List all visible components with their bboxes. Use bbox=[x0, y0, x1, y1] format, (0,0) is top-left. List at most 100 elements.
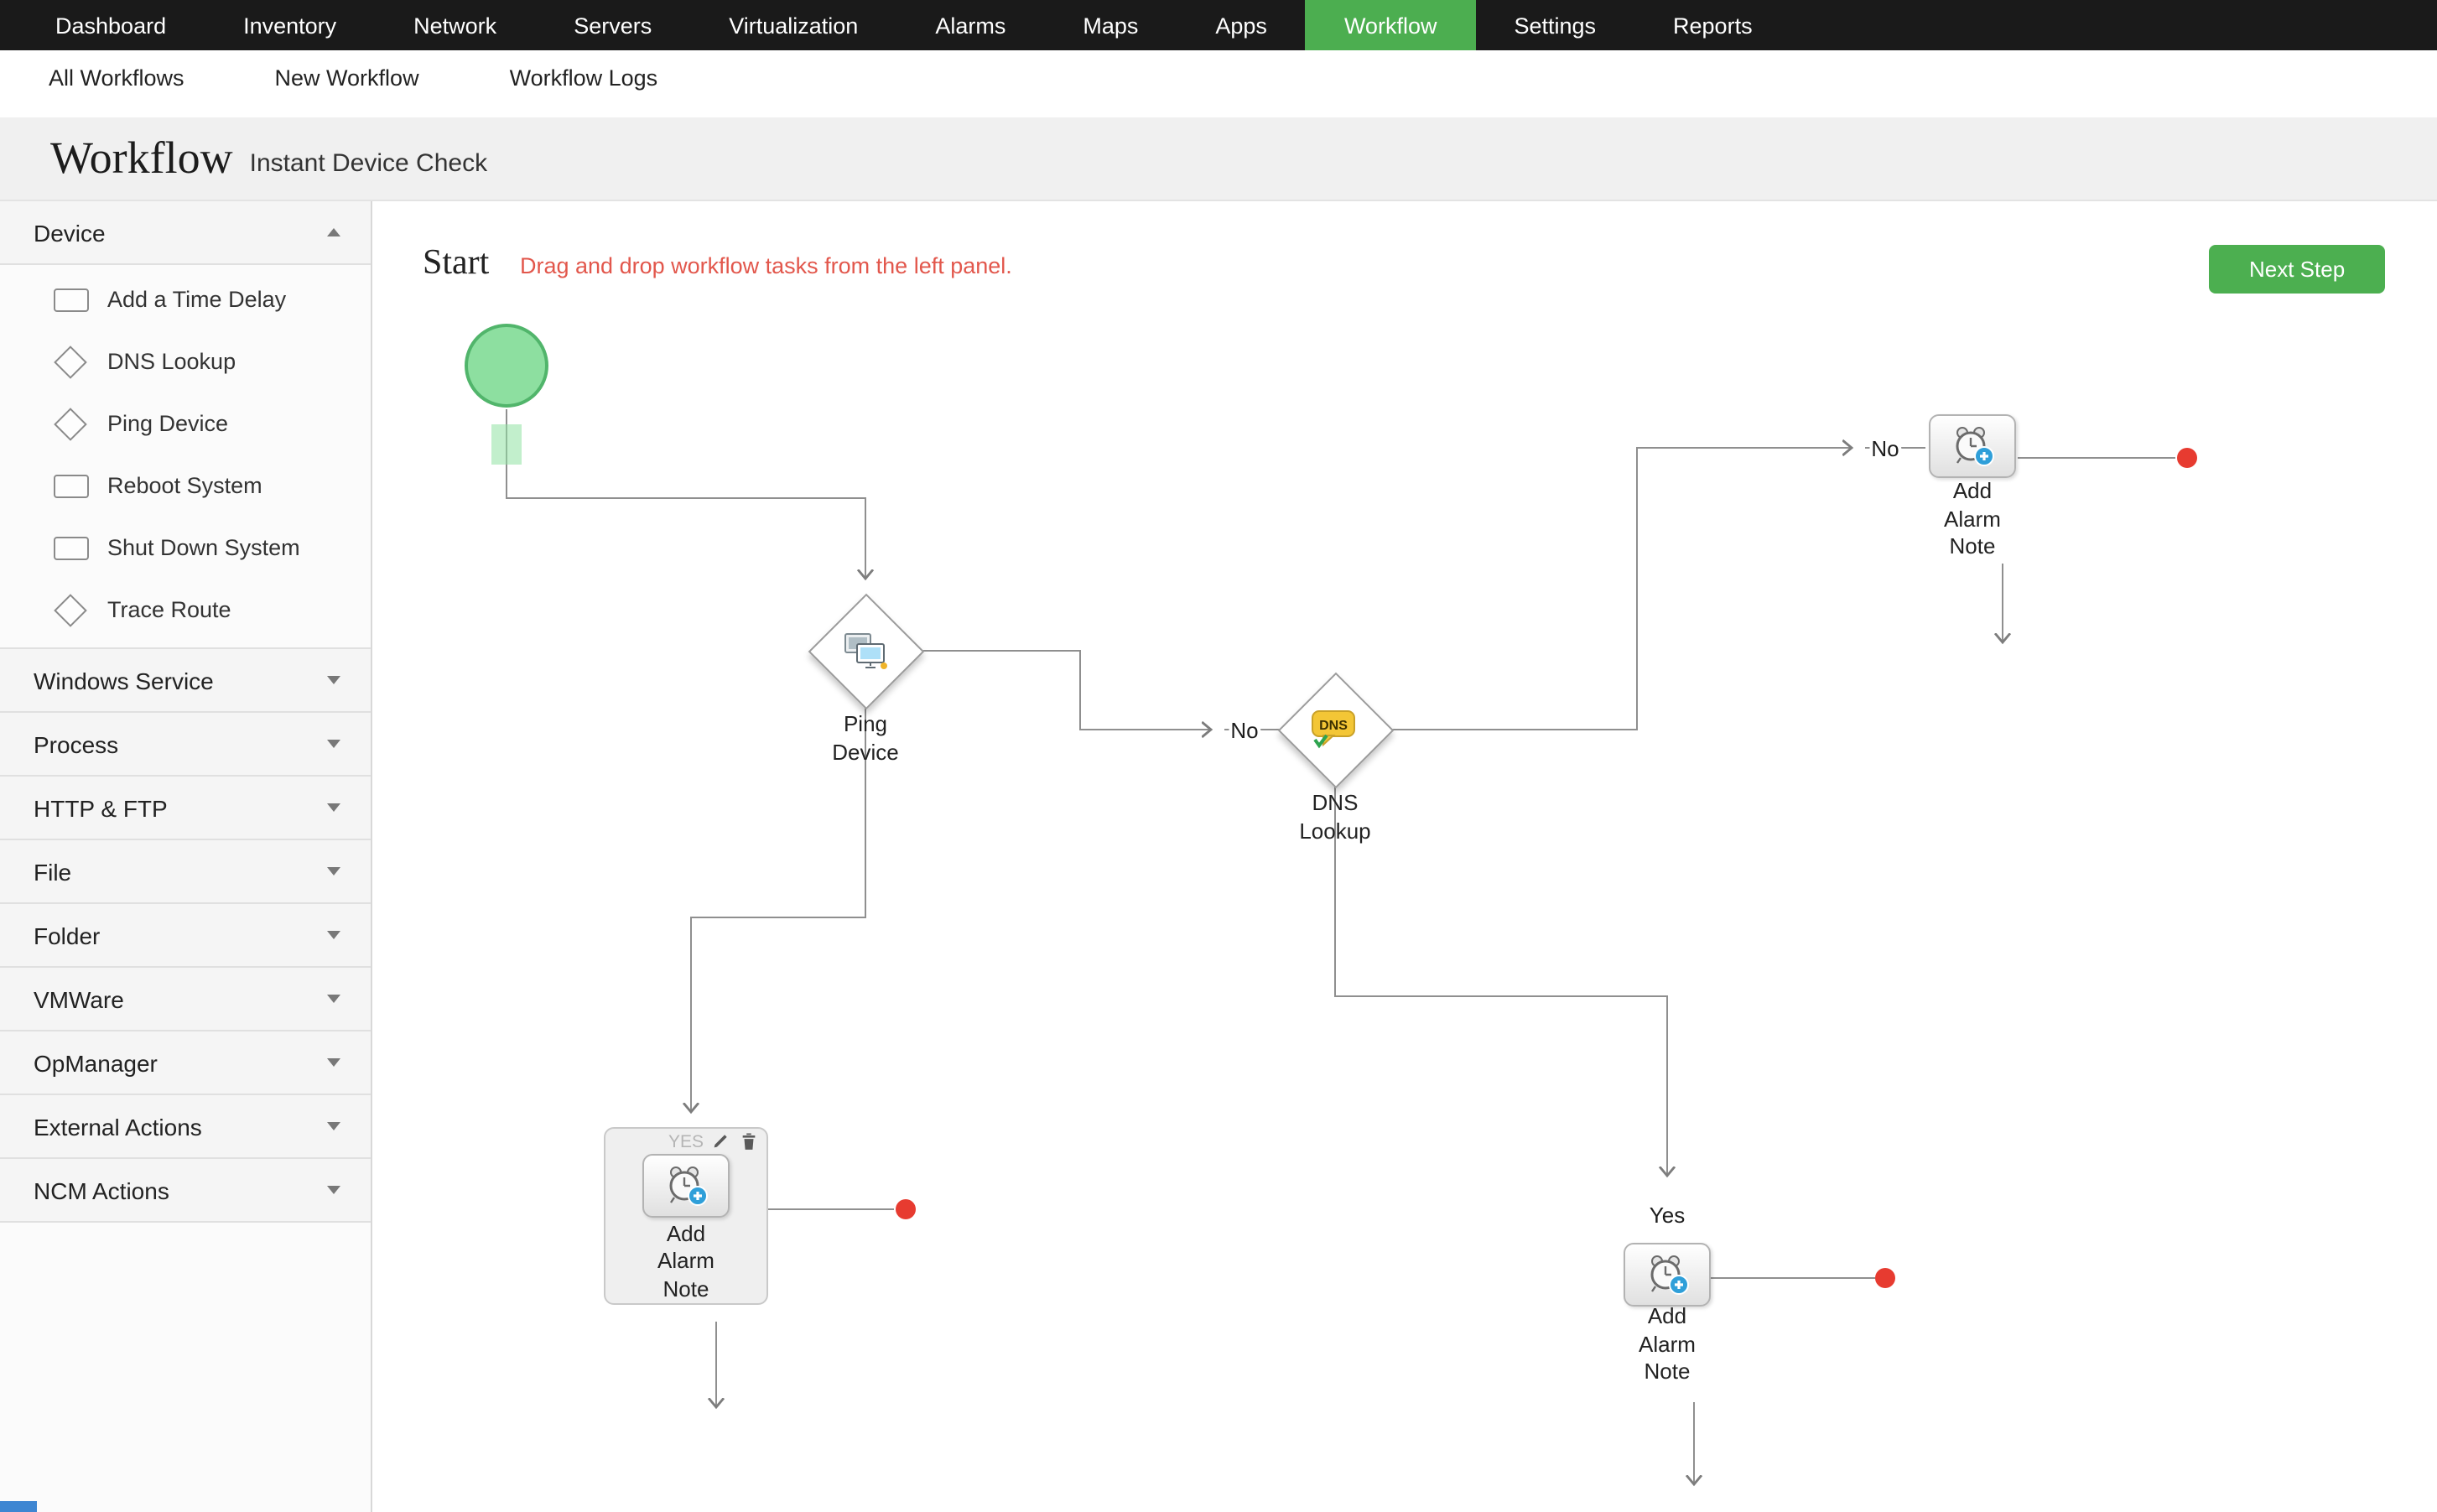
node-label-line: Add bbox=[1952, 478, 1993, 503]
nav-item-dashboard[interactable]: Dashboard bbox=[55, 13, 167, 38]
edge-label-dns-no: No bbox=[1871, 436, 1899, 461]
alarm-note-node-bottom-right[interactable] bbox=[1624, 1243, 1711, 1307]
category-label: External Actions bbox=[34, 1113, 202, 1140]
chevron-down-icon bbox=[327, 995, 340, 1003]
sidebar-item-trace-route[interactable]: Trace Route bbox=[0, 579, 371, 641]
task-palette-sidebar: Device Add a Time Delay DNS Lookup Ping … bbox=[0, 201, 372, 1512]
chevron-down-icon bbox=[327, 803, 340, 812]
nav-item-settings[interactable]: Settings bbox=[1514, 13, 1597, 38]
sidebar-item-add-a-time-delay[interactable]: Add a Time Delay bbox=[0, 268, 371, 330]
edge-dns-no bbox=[1387, 448, 1852, 730]
alarm-note-node-top-right[interactable] bbox=[1929, 414, 2016, 478]
category-label: HTTP & FTP bbox=[34, 794, 168, 821]
sidebar-category-windows-service[interactable]: Windows Service bbox=[0, 649, 371, 713]
workflow-sub-nav: All Workflows New Workflow Workflow Logs bbox=[0, 50, 2437, 104]
alarm-clock-plus-icon bbox=[1650, 1255, 1689, 1295]
subnav-item-all-workflows[interactable]: All Workflows bbox=[49, 65, 184, 90]
alarm-clock-plus-icon bbox=[669, 1166, 708, 1206]
diamond-task-icon bbox=[50, 345, 91, 378]
divider bbox=[0, 104, 2437, 117]
alarm-note-node-bottom-left[interactable]: YES bbox=[604, 1127, 768, 1305]
nav-item-workflow[interactable]: Workflow bbox=[1305, 0, 1476, 50]
next-step-button[interactable]: Next Step bbox=[2209, 245, 2386, 294]
nav-item-network[interactable]: Network bbox=[413, 13, 497, 38]
category-label: Folder bbox=[34, 922, 101, 948]
sidebar-category-opmanager[interactable]: OpManager bbox=[0, 1031, 371, 1095]
nav-item-alarms[interactable]: Alarms bbox=[935, 13, 1006, 38]
category-label: File bbox=[34, 858, 72, 885]
alarm-note-label-top-right: Add Alarm Note bbox=[1897, 478, 2048, 561]
chevron-up-icon bbox=[327, 228, 340, 236]
sidebar-category-ncm-actions[interactable]: NCM Actions bbox=[0, 1159, 371, 1223]
category-label: Process bbox=[34, 730, 119, 757]
task-label: Trace Route bbox=[107, 597, 231, 622]
nav-item-apps[interactable]: Apps bbox=[1215, 13, 1267, 38]
sidebar-category-device[interactable]: Device bbox=[0, 201, 371, 265]
sidebar-item-dns-lookup[interactable]: DNS Lookup bbox=[0, 330, 371, 392]
node-label-line: Alarm bbox=[657, 1248, 714, 1273]
delete-icon[interactable] bbox=[740, 1132, 758, 1151]
nav-item-servers[interactable]: Servers bbox=[574, 13, 652, 38]
nav-item-virtualization[interactable]: Virtualization bbox=[729, 13, 859, 38]
edge-label-ping-no: No bbox=[1230, 718, 1258, 743]
edge-dns-yes bbox=[1334, 782, 1667, 1176]
scrollbar-thumb[interactable] bbox=[0, 1500, 37, 1512]
node-label-line: Lookup bbox=[1299, 818, 1371, 843]
chevron-down-icon bbox=[327, 676, 340, 684]
dns-lookup-label: DNS Lookup bbox=[1260, 790, 1411, 845]
node-label-line: Note bbox=[1644, 1359, 1691, 1384]
node-label-line: Note bbox=[663, 1276, 709, 1301]
rect-task-icon bbox=[50, 536, 91, 559]
edges-svg: No No Yes bbox=[506, 409, 2197, 1512]
node-label-line: Device bbox=[832, 739, 899, 764]
sidebar-category-vmware[interactable]: VMWare bbox=[0, 968, 371, 1031]
sidebar-category-external-actions[interactable]: External Actions bbox=[0, 1095, 371, 1159]
start-heading: Start bbox=[423, 242, 490, 282]
chevron-down-icon bbox=[327, 931, 340, 939]
edit-icon[interactable] bbox=[711, 1132, 730, 1151]
sidebar-category-process[interactable]: Process bbox=[0, 713, 371, 777]
chevron-down-icon bbox=[327, 1122, 340, 1130]
sidebar-category-http-ftp[interactable]: HTTP & FTP bbox=[0, 777, 371, 840]
chevron-down-icon bbox=[327, 1058, 340, 1067]
page-subtitle: Instant Device Check bbox=[249, 149, 488, 178]
diamond-task-icon bbox=[50, 407, 91, 440]
start-node-handle[interactable] bbox=[491, 424, 522, 465]
node-label-line: Alarm bbox=[1639, 1331, 1696, 1356]
nav-item-maps[interactable]: Maps bbox=[1083, 13, 1139, 38]
connection-endpoint-dot[interactable] bbox=[2177, 448, 2197, 468]
connection-endpoint-dot[interactable] bbox=[896, 1199, 916, 1219]
sidebar-item-shut-down-system[interactable]: Shut Down System bbox=[0, 517, 371, 579]
subnav-item-workflow-logs[interactable]: Workflow Logs bbox=[509, 65, 658, 90]
chevron-down-icon bbox=[327, 740, 340, 748]
task-label: Reboot System bbox=[107, 473, 262, 498]
task-label: Ping Device bbox=[107, 411, 229, 436]
edge-ping-yes bbox=[691, 706, 866, 1112]
sidebar-category-file[interactable]: File bbox=[0, 840, 371, 904]
task-label: Shut Down System bbox=[107, 535, 300, 560]
edge-label-ping-yes: YES bbox=[668, 1132, 704, 1152]
alarm-note-label-bottom-right: Add Alarm Note bbox=[1592, 1303, 1743, 1386]
sidebar-item-ping-device[interactable]: Ping Device bbox=[0, 392, 371, 455]
page-title: Workflow bbox=[50, 132, 233, 183]
ping-device-label: Ping Device bbox=[790, 711, 941, 766]
workflow-canvas[interactable]: Start Drag and drop workflow tasks from … bbox=[372, 201, 2437, 1512]
page-header: Workflow Instant Device Check bbox=[0, 117, 2437, 201]
start-node[interactable] bbox=[465, 324, 548, 408]
chevron-down-icon bbox=[327, 1186, 340, 1194]
connection-endpoint-dot[interactable] bbox=[1875, 1268, 1895, 1288]
alarm-clock-plus-icon bbox=[1956, 427, 1994, 466]
nav-item-inventory[interactable]: Inventory bbox=[243, 13, 337, 38]
edge-start-to-ping bbox=[506, 409, 865, 579]
sidebar-item-reboot-system[interactable]: Reboot System bbox=[0, 455, 371, 517]
alarm-note-button[interactable] bbox=[642, 1153, 730, 1217]
nav-item-reports[interactable]: Reports bbox=[1673, 13, 1753, 38]
subnav-item-new-workflow[interactable]: New Workflow bbox=[274, 65, 419, 90]
edge-label-dns-yes: Yes bbox=[1650, 1203, 1685, 1228]
node-label-line: Add bbox=[1647, 1303, 1687, 1328]
task-label: Add a Time Delay bbox=[107, 287, 287, 312]
alarm-note-label-bottom-left: Add Alarm Note bbox=[611, 1220, 761, 1303]
sidebar-category-folder[interactable]: Folder bbox=[0, 904, 371, 968]
node-label-line: DNS bbox=[1312, 790, 1359, 815]
